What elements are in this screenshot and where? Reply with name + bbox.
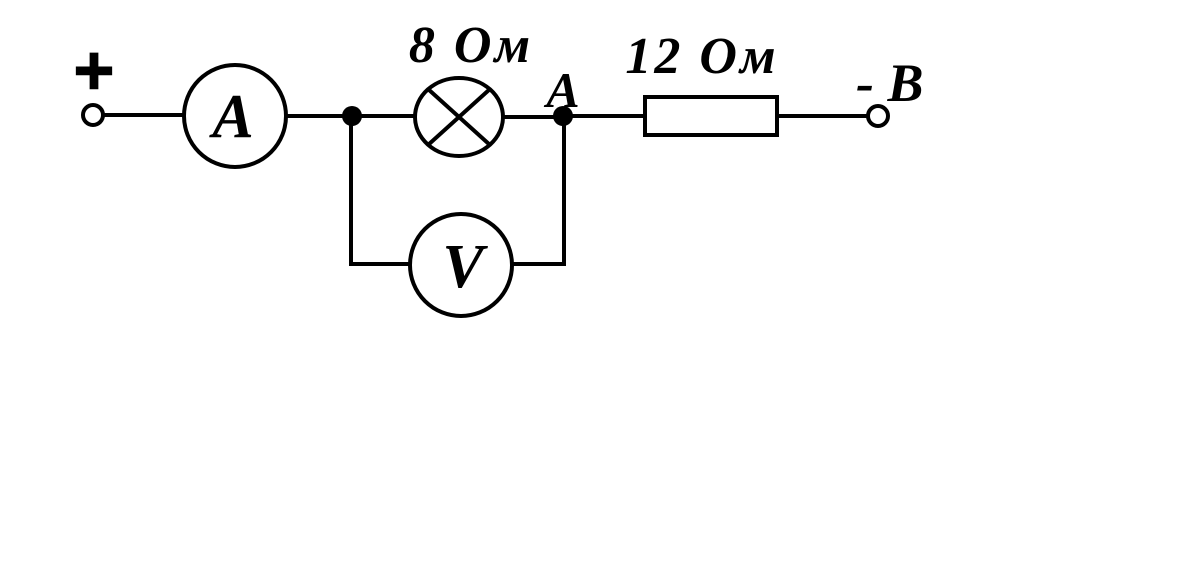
junction-dot-left [342,106,362,126]
voltmeter-circle [408,212,514,318]
ammeter-circle [182,63,288,169]
resistor-12ohm [643,95,779,137]
ammeter-label: A [208,83,253,151]
terminal-left-circle [81,103,105,127]
junction-dot-right [553,106,573,126]
wire-branch-left [349,118,410,266]
voltmeter-label: V [442,233,488,301]
lamp-cross-line-2 [426,87,492,147]
point-a-label: A [543,62,579,118]
terminal-right-circle [866,104,890,128]
plus-terminal-label: + [71,38,116,101]
lamp-resistance-label: 8 Ом [409,17,533,74]
wire-branch-right [512,118,566,266]
resistor-resistance-label: 12 Ом [625,28,778,85]
terminal-b-label: - B [856,53,924,113]
